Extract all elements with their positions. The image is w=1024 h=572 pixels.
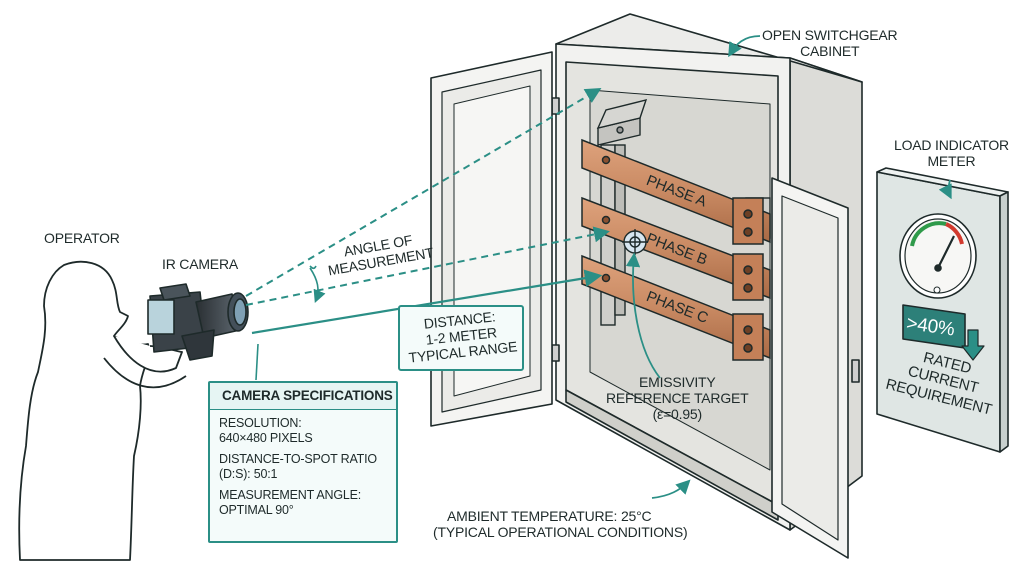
emissivity-line2: REFERENCE TARGET [606, 390, 749, 407]
operator-label: OPERATOR [44, 230, 120, 246]
spec-ds-ratio: DISTANCE-TO-SPOT RATIO (D:S): 50:1 [210, 452, 396, 482]
ir-camera [147, 283, 249, 361]
ambient-temperature-label: AMBIENT TEMPERATURE: 25°C (TYPICAL OPERA… [433, 508, 688, 541]
spec-resolution-label: RESOLUTION: [219, 415, 302, 430]
spec-resolution-value: 640×480 PIXELS [219, 430, 313, 445]
spec-angle-value: OPTIMAL 90° [219, 502, 294, 517]
spec-ds-label: DISTANCE-TO-SPOT RATIO [219, 451, 377, 466]
spec-angle-label: MEASUREMENT ANGLE: [219, 487, 362, 502]
camera-specifications-box: CAMERA SPECIFICATIONS RESOLUTION: 640×48… [208, 381, 398, 543]
distance-label: DISTANCE: 1-2 METER TYPICAL RANGE [398, 301, 525, 367]
spec-angle: MEASUREMENT ANGLE: OPTIMAL 90° [210, 488, 396, 518]
spec-resolution: RESOLUTION: 640×480 PIXELS [210, 416, 396, 446]
cabinet-label-line2: CABINET [800, 43, 860, 60]
spec-ds-value: (D:S): 50:1 [219, 466, 278, 481]
measurement-lines [245, 35, 952, 499]
load-label-line2: METER [927, 153, 976, 170]
load-label-line1: LOAD INDICATOR [894, 137, 1009, 153]
emissivity-label: EMISSIVITY REFERENCE TARGET (ε=0.95) [606, 374, 749, 422]
ir-camera-label: IR CAMERA [162, 256, 238, 272]
busbar-phase-b [581, 196, 771, 301]
ambient-line1: AMBIENT TEMPERATURE: 25°C [447, 508, 652, 524]
emissivity-line1: EMISSIVITY [638, 374, 716, 390]
ambient-line2: (TYPICAL OPERATIONAL CONDITIONS) [433, 524, 688, 541]
load-indicator-label: LOAD INDICATOR METER [894, 137, 1009, 169]
cabinet-label-line1: OPEN SWITCHGEAR [762, 27, 898, 43]
right-cabinet-door [771, 177, 849, 559]
emissivity-line3: (ε=0.95) [652, 406, 703, 423]
open-cabinet-label: OPEN SWITCHGEAR CABINET [762, 27, 898, 60]
distance-callout-box: DISTANCE: 1-2 METER TYPICAL RANGE [398, 305, 524, 371]
load-indicator-meter [876, 167, 1009, 453]
busbar-phase-c [581, 254, 771, 361]
busbar-phase-a [581, 138, 771, 245]
camera-specs-title: CAMERA SPECIFICATIONS [210, 383, 396, 410]
